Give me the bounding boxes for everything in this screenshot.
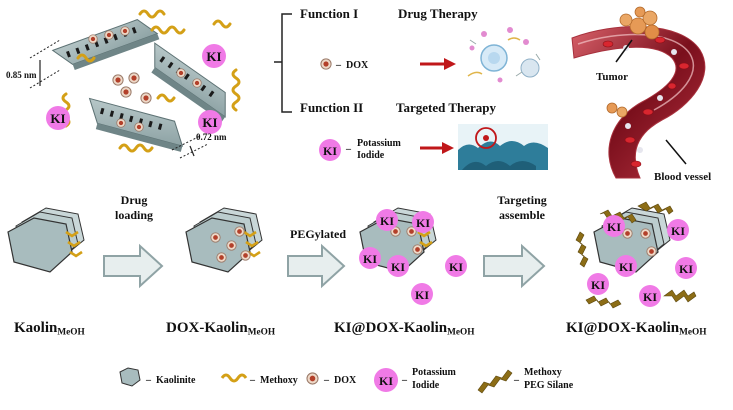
ki-sphere: KI bbox=[387, 255, 409, 277]
dimension-label: 0.72 nm bbox=[196, 132, 227, 142]
ki-legend-line2: Iodide bbox=[357, 150, 385, 161]
svg-text:–: – bbox=[513, 375, 520, 386]
dox-icon bbox=[320, 58, 332, 70]
ki-sphere: KI bbox=[411, 283, 433, 305]
step-label-targeted-complex: KI@DOX-KaolinMeOH bbox=[566, 320, 707, 338]
dox-icon bbox=[306, 372, 319, 385]
function-panel: Function I Drug Therapy – DOX Function I… bbox=[274, 6, 548, 170]
tumor-label: Tumor bbox=[596, 71, 628, 83]
layered-kaolin-structure: KI KI KI 0.85 nm 0.72 nm bbox=[6, 9, 241, 159]
function-2-title: Function II bbox=[300, 100, 363, 115]
svg-text:KI: KI bbox=[607, 220, 621, 234]
function-1-subtitle: Drug Therapy bbox=[398, 6, 478, 21]
step-label-ki-dox-kaolin: KI@DOX-KaolinMeOH bbox=[334, 320, 475, 338]
svg-text:KI: KI bbox=[643, 290, 657, 304]
ki-sphere: KI bbox=[639, 285, 661, 307]
methoxy-icon bbox=[220, 373, 248, 383]
svg-text:KI: KI bbox=[363, 252, 377, 266]
ki-sphere: KI bbox=[202, 44, 226, 68]
arrow-3-line1: Targeting bbox=[497, 193, 547, 207]
svg-text:–: – bbox=[335, 60, 342, 71]
tumor-cluster bbox=[606, 6, 660, 118]
process-arrow bbox=[103, 243, 164, 289]
drug-therapy-illustration bbox=[462, 26, 544, 88]
dox-legend: DOX bbox=[346, 60, 369, 71]
svg-text:KI: KI bbox=[415, 288, 429, 302]
svg-text:KI: KI bbox=[449, 260, 463, 274]
svg-text:KI: KI bbox=[671, 224, 685, 238]
red-arrow bbox=[420, 58, 456, 70]
ki-sphere: KI bbox=[198, 110, 222, 134]
ki-sphere: KI bbox=[445, 255, 467, 277]
legend-methoxy: Methoxy bbox=[260, 375, 298, 386]
svg-text:–: – bbox=[345, 144, 352, 155]
ki-sphere: KI bbox=[359, 247, 381, 269]
ki-sphere: KI bbox=[376, 209, 398, 231]
function-2-subtitle: Targeted Therapy bbox=[396, 100, 497, 115]
legend-peg-line1: Methoxy bbox=[524, 367, 562, 378]
svg-text:–: – bbox=[145, 375, 152, 386]
blood-vessel-label: Blood vessel bbox=[654, 171, 711, 183]
kaolin-hexagon-stack bbox=[7, 207, 85, 273]
dimension-label: 0.85 nm bbox=[6, 70, 37, 80]
svg-text:KI: KI bbox=[379, 374, 393, 388]
svg-text:KI: KI bbox=[416, 216, 430, 230]
svg-text:–: – bbox=[249, 375, 256, 386]
dox-kaolin-stack bbox=[185, 207, 263, 273]
svg-text:KI: KI bbox=[50, 111, 65, 126]
ki-sphere: KI bbox=[46, 106, 70, 130]
blood-vessel-illustration: Tumor Blood vessel bbox=[571, 6, 711, 183]
svg-text:KI: KI bbox=[679, 262, 693, 276]
red-arrow bbox=[420, 142, 454, 154]
function-1-title: Function I bbox=[300, 6, 358, 21]
svg-text:KI: KI bbox=[323, 144, 337, 158]
ki-icon bbox=[374, 368, 398, 392]
svg-text:KI: KI bbox=[619, 260, 633, 274]
legend-dox: DOX bbox=[334, 375, 357, 386]
legend-iodide: Iodide bbox=[412, 380, 440, 391]
svg-text:KI: KI bbox=[206, 49, 221, 64]
ki-sphere: KI bbox=[615, 255, 637, 277]
arrow-1-line2: loading bbox=[115, 208, 153, 222]
legend-kaolinite: Kaolinite bbox=[156, 375, 196, 386]
ki-sphere: KI bbox=[603, 215, 625, 237]
svg-text:KI: KI bbox=[202, 115, 217, 130]
svg-text:KI: KI bbox=[380, 214, 394, 228]
step-label-kaolin: KaolinMeOH bbox=[14, 320, 85, 338]
svg-text:–: – bbox=[401, 375, 408, 386]
svg-text:–: – bbox=[323, 375, 330, 386]
svg-text:KI: KI bbox=[391, 260, 405, 274]
process-arrow bbox=[287, 243, 346, 289]
svg-text:KI: KI bbox=[591, 278, 605, 292]
ki-legend-line1: Potassium bbox=[357, 138, 402, 149]
legend-peg-line2: PEG Silane bbox=[524, 380, 574, 391]
arrow-2-line1: PEGylated bbox=[290, 227, 346, 241]
legend-potassium: Potassium bbox=[412, 367, 457, 378]
peg-silane-icon bbox=[477, 369, 513, 394]
ki-sphere: KI bbox=[667, 219, 689, 241]
step-label-dox-kaolin: DOX-KaolinMeOH bbox=[166, 320, 276, 338]
arrow-1-line1: Drug bbox=[121, 193, 148, 207]
ki-sphere: KI bbox=[675, 257, 697, 279]
ki-sphere: KI bbox=[319, 139, 341, 161]
process-arrow bbox=[483, 243, 546, 289]
kaolinite-icon bbox=[119, 367, 141, 387]
legend: – Kaolinite – Methoxy – DOX KI – Potassi… bbox=[119, 367, 574, 394]
arrow-3-line2: assemble bbox=[499, 208, 546, 222]
ki-sphere: KI bbox=[587, 273, 609, 295]
ki-sphere: KI bbox=[412, 211, 434, 233]
targeted-therapy-illustration bbox=[458, 124, 548, 170]
